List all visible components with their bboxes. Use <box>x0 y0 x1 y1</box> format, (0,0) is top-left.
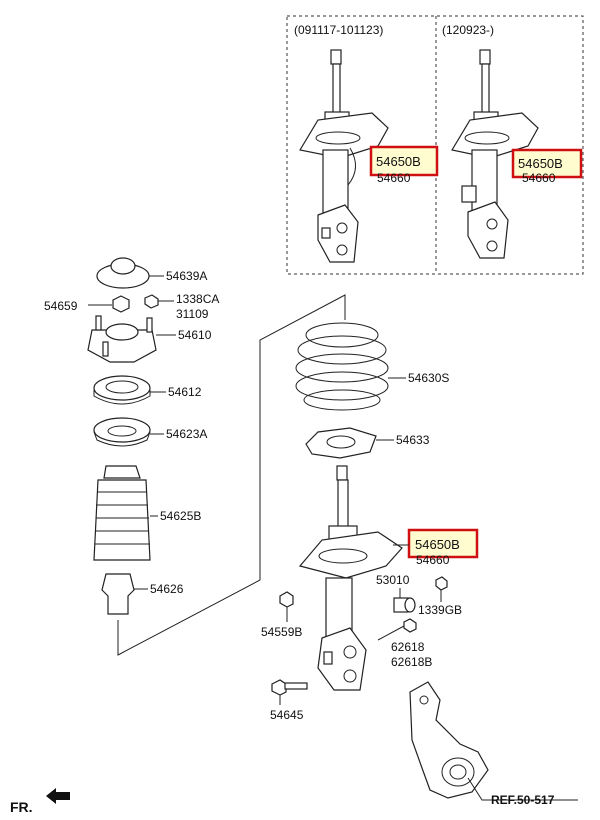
label-54660: 54660 <box>416 553 450 567</box>
label-53010: 53010 <box>376 573 410 587</box>
label-54650B: 54650B <box>415 537 460 552</box>
inset-right-highlight-label: 54650B <box>518 156 563 171</box>
inset-left-highlight-label: 54650B <box>376 154 421 169</box>
inset-frame <box>286 15 584 275</box>
label-62618: 62618 <box>391 640 425 654</box>
reference-label: REF.50-517 <box>491 793 555 807</box>
label-54630S: 54630S <box>408 371 449 385</box>
main-highlight <box>407 528 479 559</box>
inset-right-sub-label: 54660 <box>522 171 556 185</box>
inset-right-strut <box>451 49 539 259</box>
label-54625B: 54625B <box>160 509 201 523</box>
inset-left-date: (091117-101123) <box>294 23 383 37</box>
front-marker: FR. <box>10 788 70 815</box>
inset-left-strut <box>299 49 389 263</box>
label-54610: 54610 <box>178 328 212 342</box>
grouping-lines <box>117 294 346 656</box>
front-marker-label: FR. <box>10 799 33 815</box>
spring-group: 54630S 54633 <box>295 322 449 459</box>
hardware-group: 53010 1339GB 54559B 62618 62618B 54645 <box>261 573 462 722</box>
inset-left-highlight <box>369 145 439 177</box>
inset-right-highlight <box>511 148 583 179</box>
main-strut <box>298 465 403 691</box>
left-column-parts: 54639A 54659 1338CA 31109 54610 54612 54… <box>44 257 219 615</box>
label-62618B: 62618B <box>391 655 432 669</box>
label-54659: 54659 <box>44 299 78 313</box>
label-54612: 54612 <box>168 385 202 399</box>
label-1338CA: 1338CA <box>176 292 219 306</box>
inset-variants: (091117-101123) (120923-) 54650B 54660 <box>286 15 584 275</box>
steering-knuckle <box>409 681 489 799</box>
label-54623A: 54623A <box>166 427 207 441</box>
inset-left-sub-label: 54660 <box>377 171 411 185</box>
label-31109: 31109 <box>176 307 209 321</box>
front-arrow-icon <box>46 788 70 804</box>
inset-right-date: (120923-) <box>442 23 494 37</box>
label-54626: 54626 <box>150 582 184 596</box>
reference-callout: REF.50-517 <box>467 777 578 807</box>
label-54559B: 54559B <box>261 625 302 639</box>
label-54645: 54645 <box>270 708 304 722</box>
label-54633: 54633 <box>396 433 430 447</box>
label-54639A: 54639A <box>166 269 207 283</box>
label-1339GB: 1339GB <box>418 603 462 617</box>
